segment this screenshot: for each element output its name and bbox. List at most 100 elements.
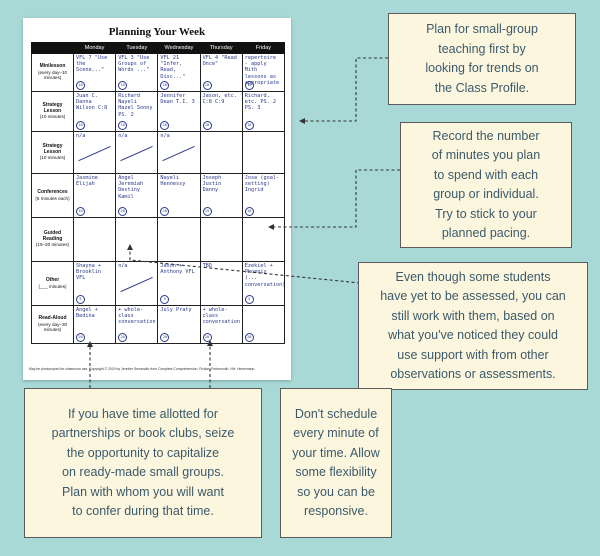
plan-cell[interactable]: Richard, etc. PS. 2 PS. 3 10 [241, 91, 286, 132]
plan-cell[interactable] [241, 217, 286, 262]
minutes-circle: 20 [76, 333, 85, 342]
callout-line: on ready-made small groups. [62, 465, 224, 479]
sheet-title: Planning Your Week [108, 26, 206, 38]
plan-cell[interactable] [199, 217, 243, 262]
minutes-circle: 10 [244, 207, 254, 216]
minutes-circle: 10 [160, 207, 170, 216]
callout-flexibility: Don't schedule every minute of your time… [280, 388, 392, 538]
callout-line: Plan for small-group [426, 22, 538, 36]
row-label-title: Strategy Lesson [42, 102, 63, 114]
callout-line: so you can be [297, 484, 375, 499]
row-label-title: Strategy Lesson [42, 143, 63, 155]
minutes-circle: 5 [160, 295, 170, 304]
minutes-circle: 10 [76, 81, 85, 90]
row-label-title: Other [45, 276, 60, 283]
minutes-circle: 20 [202, 333, 212, 342]
handwritten-entry: Jennifer Dean T.I. 3 [160, 93, 195, 106]
minutes-circle: 10 [160, 81, 170, 90]
callout-line: every minute of [293, 426, 379, 440]
plan-cell[interactable] [72, 217, 117, 262]
row-label: Read-Aloud(every day–30 minutes) [31, 305, 74, 344]
handwritten-entry: + whole-class conversation [118, 307, 156, 326]
plan-cell[interactable]: VFL 21 "Infer, Read, Disc..."10 [157, 53, 201, 92]
row-label-note: (every day–30 minutes) [37, 321, 68, 333]
handwritten-entry: + whole-class conversation [202, 307, 241, 326]
callout-small-group: Plan for small-group teaching first by l… [388, 13, 576, 105]
arrowhead-icon [207, 340, 213, 346]
row-label-title: Minilesson [39, 63, 66, 70]
callout-not-assessed: Even though some students have yet to be… [358, 262, 588, 390]
callout-line: what you've noticed they could [388, 328, 558, 342]
plan-cell[interactable]: Ezekiel + Phoenix (... conversation)5 [241, 261, 286, 306]
handwritten-entry: repertoire - apply Mith lessons as appro… [244, 55, 280, 86]
planner-row: Minilesson(every day–10 minutes)VFL 7 "U… [31, 53, 286, 92]
plan-cell[interactable] [199, 131, 243, 174]
plan-cell[interactable]: VFL 7 "Use the Scene..."10 [72, 53, 117, 92]
plan-cell[interactable]: + whole-class conversation 20 [199, 305, 243, 344]
arrowhead-icon [299, 118, 305, 124]
row-label-note: (15–20 minutes) [35, 242, 70, 248]
callout-line: Plan with whom you will want [62, 484, 224, 499]
row-label-title: Guided Reading [42, 230, 63, 242]
minutes-circle: 10 [244, 81, 254, 90]
handwritten-entry: Richard Nayeli Hazel Sonny PS. 2 [118, 93, 153, 118]
handwritten-entry: Richard, etc. PS. 2 PS. 3 [244, 93, 276, 112]
handwritten-entry: Shayna + Brooklin VFL [76, 263, 101, 282]
connector-minutes [272, 169, 400, 228]
plan-cell[interactable]: Juan C. Danna Wilson C:8 10 [72, 91, 117, 132]
callout-line: to confer during that time. [72, 504, 214, 518]
handwritten-entry: Angel Jeremiah Destiny Kamil [118, 175, 144, 200]
minutes-circle: 10 [244, 121, 254, 130]
minutes-circle: 15 [202, 207, 212, 216]
minutes-circle: 20 [118, 333, 128, 342]
handwritten-entry: Jasmine Elijah [76, 175, 98, 188]
handwritten-entry: VFL 3 "Use Groups of Words ..." [118, 55, 150, 74]
plan-cell[interactable]: repertoire - apply Mith lessons as appro… [241, 53, 286, 92]
plan-cell[interactable]: VFL 3 "Use Groups of Words ..." 10 [115, 53, 159, 92]
callout-line: still work with them, based on [391, 308, 555, 323]
callout-line: use support with from other [397, 347, 549, 362]
handwritten-entry: TBD [202, 263, 212, 269]
plan-cell[interactable]: 20 [241, 305, 286, 344]
connector-not-assessed [129, 248, 361, 284]
handwritten-entry: n/a [118, 133, 128, 139]
callout-line: responsive. [304, 504, 368, 518]
minutes-circle: 20 [244, 333, 254, 342]
handwritten-entry: Angel + Bedina [76, 307, 98, 320]
row-label: Minilesson(every day–10 minutes) [31, 53, 74, 92]
minutes-circle: 20 [118, 207, 128, 216]
callout-line: to spend with each [433, 167, 539, 182]
minutes-circle: 10 [118, 81, 128, 90]
planner-row: Strategy Lesson(10 minutes)Juan C. Danna… [31, 91, 286, 132]
handwritten-entry: Juan C. Danna Wilson C:8 [76, 93, 108, 112]
copyright-note: May be photocopied for classroom use. Co… [29, 367, 256, 371]
row-label: Other(___ minutes) [31, 261, 74, 306]
planning-table: Monday Tuesday Wednesday Thursday Friday… [31, 42, 286, 344]
callout-line: group or individual. [433, 187, 539, 201]
row-label: Conferences(5 minutes each) [31, 173, 74, 218]
arrowhead-icon [127, 244, 133, 250]
connector-small-group [303, 57, 388, 122]
planner-body: Minilesson(every day–10 minutes)VFL 7 "U… [31, 53, 286, 344]
plan-cell[interactable]: n/a [115, 131, 159, 174]
row-label-note: (every day–10 minutes) [37, 69, 68, 81]
handwritten-entry: n/a [76, 133, 86, 139]
minutes-circle: 5 [76, 295, 85, 304]
callout-line: of minutes you plan [431, 148, 541, 162]
minutes-circle: 20 [160, 333, 170, 342]
callout-line: observations or assessments. [390, 367, 556, 381]
plan-cell[interactable]: Angel + Bedina 20 [72, 305, 117, 344]
plan-cell[interactable]: Shayna + Brooklin VFL 5 [72, 261, 117, 306]
minutes-circle: 10 [76, 121, 85, 130]
callout-partnerships: If you have time allotted for partnershi… [24, 388, 262, 538]
callout-line: have yet to be assessed, you can [380, 289, 566, 303]
planner-row: Conferences(5 minutes each)Jasmine Elija… [31, 173, 286, 218]
